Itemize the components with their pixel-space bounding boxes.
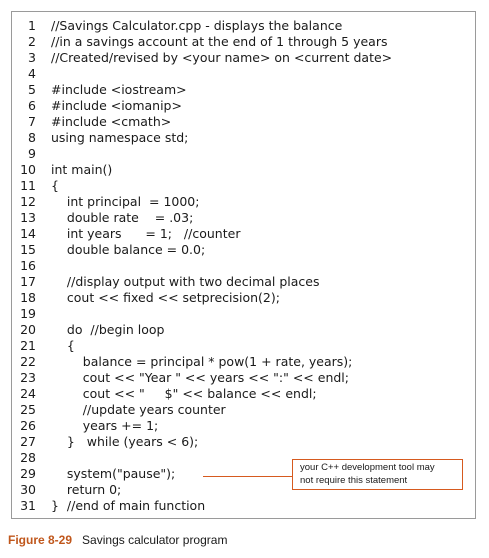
- line-number: 10: [20, 162, 36, 177]
- line-number: 19: [20, 306, 36, 321]
- line-number: 23: [20, 370, 36, 385]
- code-line: 24 cout << " $" << balance << endl;: [12, 386, 475, 402]
- figure-title: Savings calculator program: [82, 533, 228, 547]
- code-line: 27 } while (years < 6);: [12, 434, 475, 450]
- code-line: 4: [12, 66, 475, 82]
- code-line: 26 years += 1;: [12, 418, 475, 434]
- code-line: 2 //in a savings account at the end of 1 …: [12, 34, 475, 50]
- code-text: cout << "Year " << years << ":" << endl;: [51, 370, 349, 385]
- code-line: 1 //Savings Calculator.cpp - displays the…: [12, 18, 475, 34]
- figure-label: Figure 8-29: [8, 533, 73, 547]
- line-number: 2: [28, 34, 36, 49]
- code-text: //in a savings account at the end of 1 t…: [51, 34, 388, 49]
- code-line: 16: [12, 258, 475, 274]
- code-line: 21 {: [12, 338, 475, 354]
- line-number: 20: [20, 322, 36, 337]
- code-line: 8 using namespace std;: [12, 130, 475, 146]
- line-number: 8: [28, 130, 36, 145]
- code-text: cout << " $" << balance << endl;: [51, 386, 317, 401]
- code-text: } while (years < 6);: [51, 434, 199, 449]
- code-line: 23 cout << "Year " << years << ":" << en…: [12, 370, 475, 386]
- code-text: //update years counter: [51, 402, 226, 417]
- code-text: return 0;: [51, 482, 122, 497]
- code-text: cout << fixed << setprecision(2);: [51, 290, 280, 305]
- line-number: 17: [20, 274, 36, 289]
- code-line: 31 } //end of main function: [12, 498, 475, 514]
- code-text: //Savings Calculator.cpp - displays the …: [51, 18, 343, 33]
- code-text: //Created/revised by <your name> on <cur…: [51, 50, 393, 65]
- line-number: 24: [20, 386, 36, 401]
- line-number: 26: [20, 418, 36, 433]
- line-number: 3: [28, 50, 36, 65]
- code-text: #include <iostream>: [51, 82, 187, 97]
- line-number: 16: [20, 258, 36, 273]
- callout-connector: [203, 476, 292, 477]
- line-number: 25: [20, 402, 36, 417]
- code-text: #include <cmath>: [51, 114, 172, 129]
- code-text: {: [51, 338, 75, 353]
- code-text: balance = principal * pow(1 + rate, year…: [51, 354, 353, 369]
- code-line: 28: [12, 450, 475, 466]
- code-line: 12 int principal = 1000;: [12, 194, 475, 210]
- line-number: 4: [28, 66, 36, 81]
- line-number: 18: [20, 290, 36, 305]
- figure-caption: Figure 8-29 Savings calculator program: [8, 532, 227, 548]
- code-text: do //begin loop: [51, 322, 165, 337]
- code-line: 5 #include <iostream>: [12, 82, 475, 98]
- code-line: 14 int years = 1; //counter: [12, 226, 475, 242]
- code-text: int years = 1; //counter: [51, 226, 241, 241]
- code-line: 19: [12, 306, 475, 322]
- code-text: double balance = 0.0;: [51, 242, 206, 257]
- code-line: 29 system("pause");: [12, 466, 475, 482]
- line-number: 12: [20, 194, 36, 209]
- callout-note: your C++ development tool may not requir…: [292, 459, 463, 490]
- code-line: 10 int main(): [12, 162, 475, 178]
- line-number: 27: [20, 434, 36, 449]
- code-text: system("pause");: [51, 466, 176, 481]
- code-line: 13 double rate = .03;: [12, 210, 475, 226]
- line-number: 22: [20, 354, 36, 369]
- code-text: int principal = 1000;: [51, 194, 200, 209]
- line-number: 11: [20, 178, 36, 193]
- code-text: {: [51, 178, 59, 193]
- code-text: //display output with two decimal places: [51, 274, 320, 289]
- code-text: years += 1;: [51, 418, 159, 433]
- line-number: 6: [28, 98, 36, 113]
- line-number: 21: [20, 338, 36, 353]
- code-text: double rate = .03;: [51, 210, 194, 225]
- code-line: 11 {: [12, 178, 475, 194]
- code-line: 9: [12, 146, 475, 162]
- code-line: 18 cout << fixed << setprecision(2);: [12, 290, 475, 306]
- line-number: 9: [28, 146, 36, 161]
- code-text: } //end of main function: [51, 498, 206, 513]
- code-text: using namespace std;: [51, 130, 189, 145]
- line-number: 13: [20, 210, 36, 225]
- code-line: 17 //display output with two decimal pla…: [12, 274, 475, 290]
- line-number: 14: [20, 226, 36, 241]
- code-line: 3 //Created/revised by <your name> on <cu…: [12, 50, 475, 66]
- code-line: 22 balance = principal * pow(1 + rate, y…: [12, 354, 475, 370]
- line-number: 30: [20, 482, 36, 497]
- code-line: 7 #include <cmath>: [12, 114, 475, 130]
- line-number: 1: [28, 18, 36, 33]
- line-number: 15: [20, 242, 36, 257]
- code-line: 25 //update years counter: [12, 402, 475, 418]
- code-text: #include <iomanip>: [51, 98, 182, 113]
- line-number: 29: [20, 466, 36, 481]
- callout-line-2: not require this statement: [300, 475, 408, 486]
- code-line: 20 do //begin loop: [12, 322, 475, 338]
- line-number: 31: [20, 498, 36, 513]
- code-text: int main(): [51, 162, 113, 177]
- line-number: 7: [28, 114, 36, 129]
- line-number: 28: [20, 450, 36, 465]
- code-listing: 1 //Savings Calculator.cpp - displays the…: [11, 11, 476, 519]
- line-number: 5: [28, 82, 36, 97]
- callout-line-1: your C++ development tool may: [300, 462, 435, 473]
- code-line: 6 #include <iomanip>: [12, 98, 475, 114]
- code-line: 30 return 0;: [12, 482, 475, 498]
- code-line: 15 double balance = 0.0;: [12, 242, 475, 258]
